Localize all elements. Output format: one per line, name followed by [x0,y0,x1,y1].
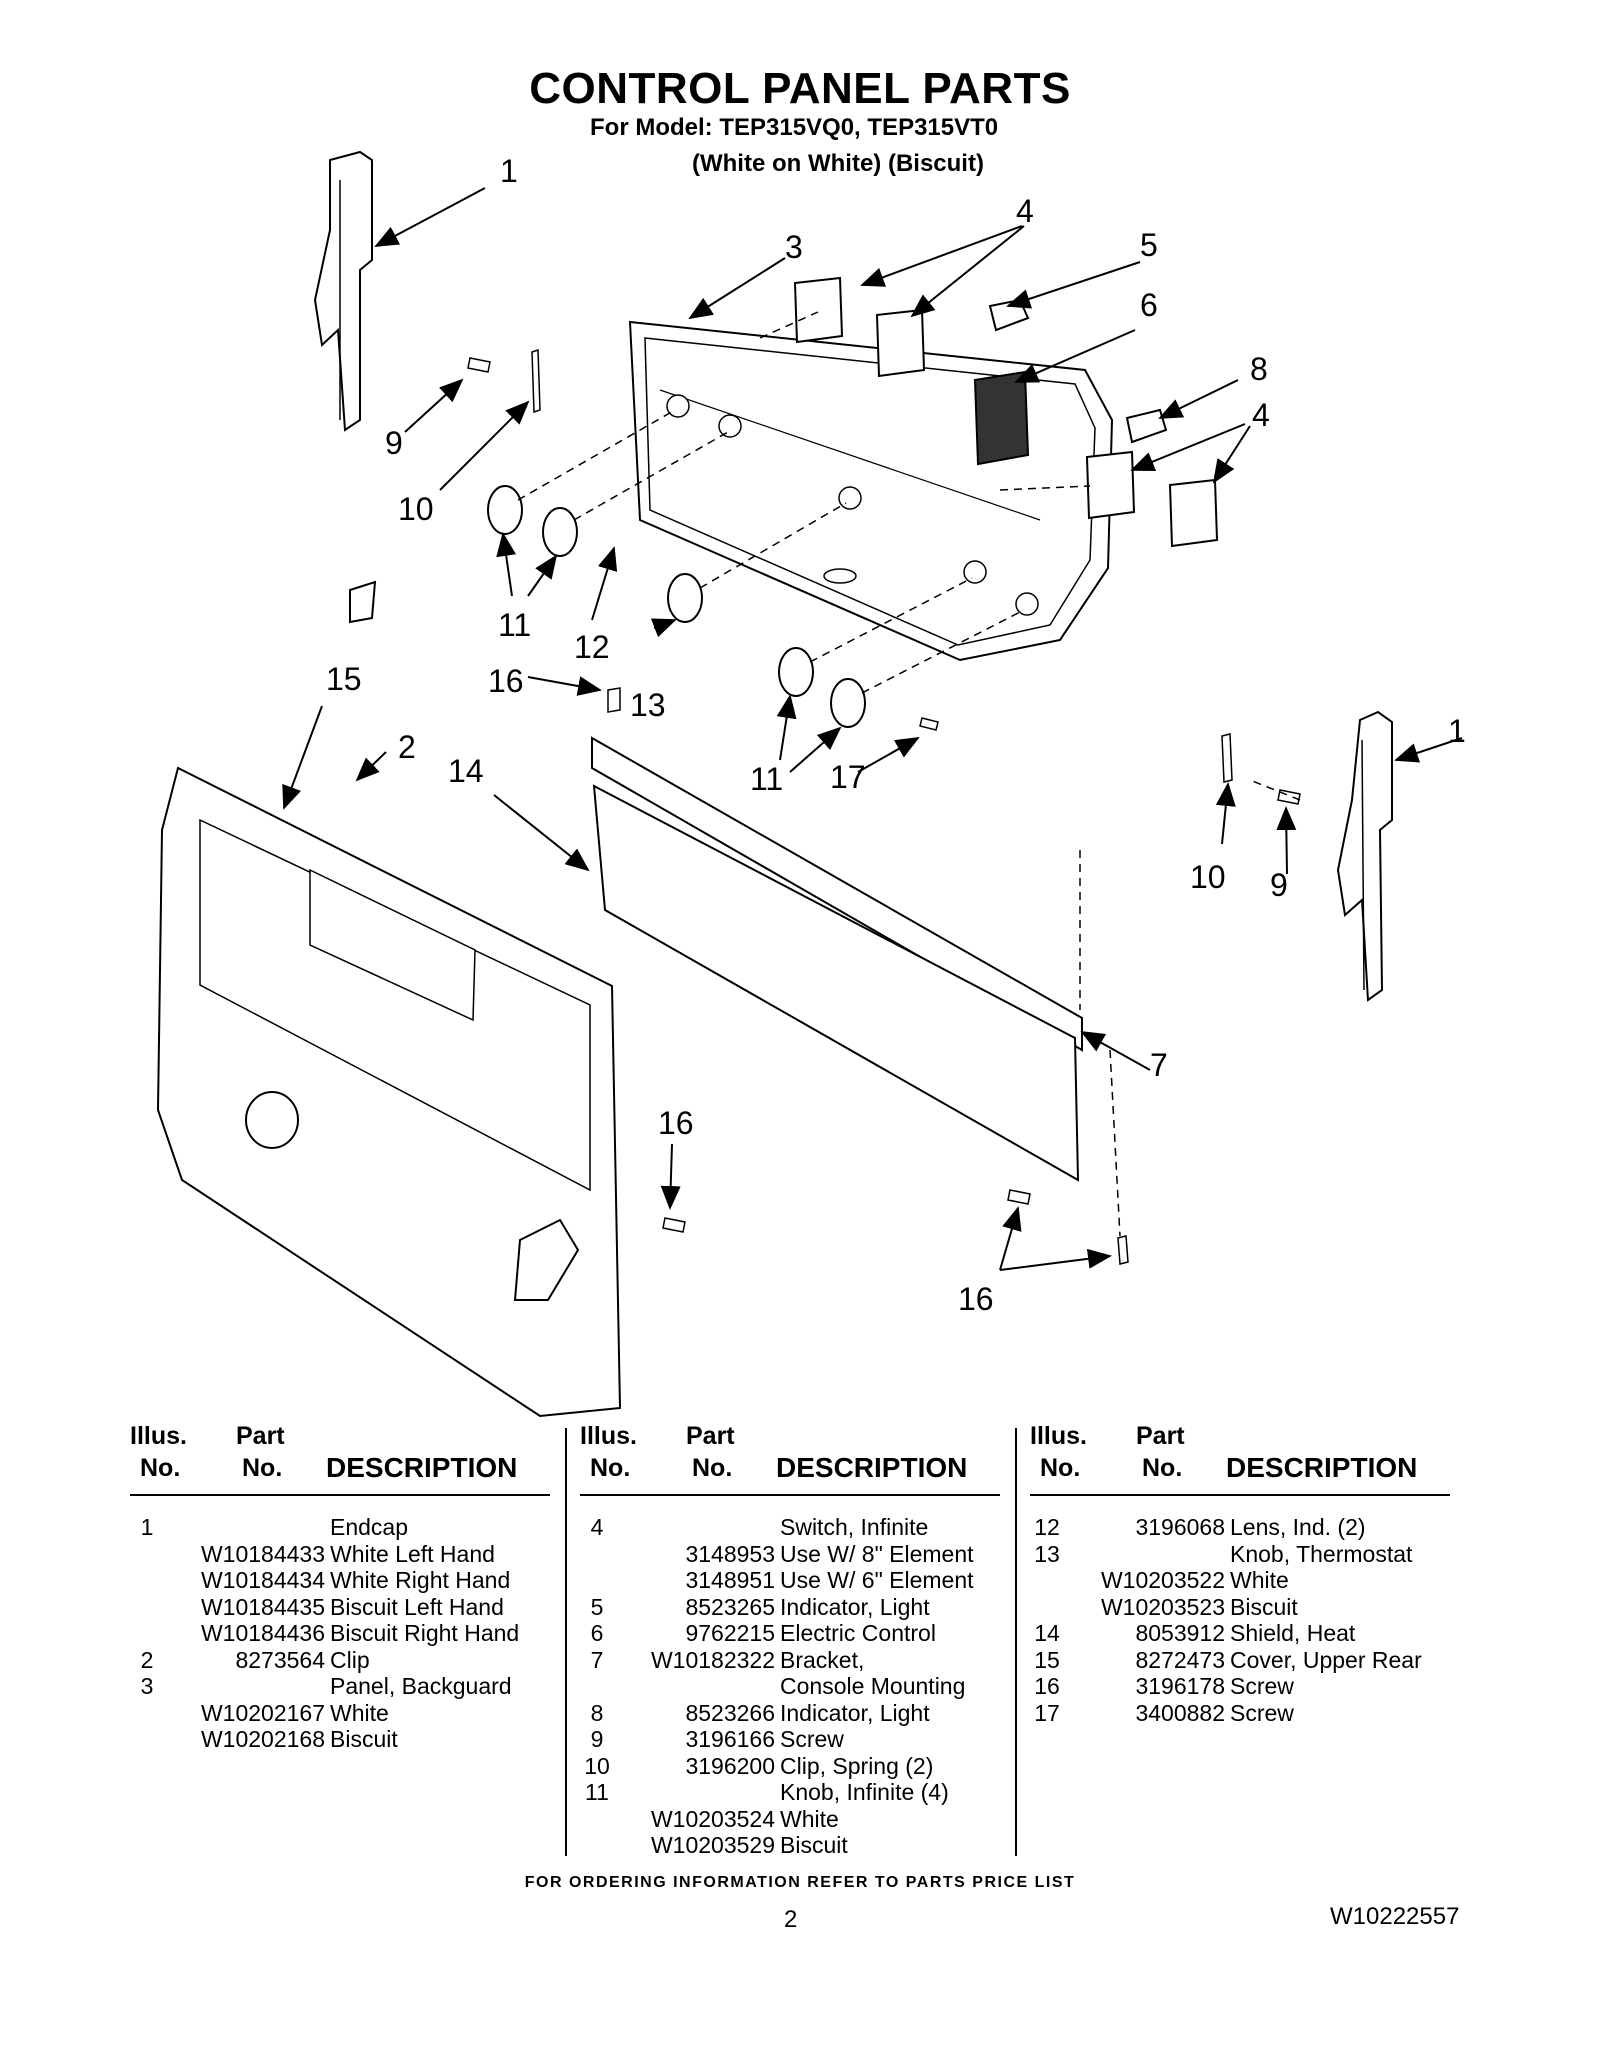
callout-9: 9 [1270,867,1288,903]
endcap-left [313,150,373,432]
endcap-right [1336,710,1393,1002]
callout-14: 14 [448,753,484,789]
illus-header-2: No. [590,1454,631,1482]
color-line: (White on White) (Biscuit) [692,150,984,177]
callout-2: 2 [398,729,416,765]
callout-1: 1 [1448,713,1466,749]
callout-3: 3 [785,229,803,265]
table-header: Illus. No. Part No. DESCRIPTION [130,1422,550,1496]
callout-10: 10 [1190,859,1226,895]
part-header: Part [686,1422,735,1450]
exploded-parts-diagram: 1 1 2 3 4 4 5 6 7 8 9 9 10 10 11 11 12 1… [156,150,1466,1418]
control-knobs [487,485,866,728]
page-title: CONTROL PANEL PARTS [529,64,1071,113]
callout-numbers: 1 1 2 3 4 4 5 6 7 8 9 9 10 10 11 11 12 1… [326,153,1466,1317]
infinite-switches [793,276,1219,548]
illus-header-2: No. [1040,1454,1081,1482]
document-number: W10222557 [1330,1903,1460,1930]
callout-16: 16 [958,1281,994,1317]
upper-rear-cover [156,580,622,1418]
callout-16: 16 [658,1105,694,1141]
callout-16: 16 [488,663,524,699]
callout-9: 9 [385,425,403,461]
dashed-lines [517,311,1301,1237]
ordering-note: FOR ORDERING INFORMATION REFER TO PARTS … [524,1874,1076,1891]
table-header: Illus. No. Part No. DESCRIPTION [580,1422,1000,1496]
part-header-2: No. [692,1454,733,1482]
column-divider [565,1428,567,1856]
description-header: DESCRIPTION [326,1452,518,1483]
description-header: DESCRIPTION [776,1452,968,1483]
callout-11: 11 [750,761,783,797]
callout-15: 15 [326,661,362,697]
part-header-2: No. [242,1454,283,1482]
callout-11: 11 [498,607,531,643]
column-divider [1015,1428,1017,1856]
part-header: Part [1136,1422,1185,1450]
part-header: Part [236,1422,285,1450]
illus-header-2: No. [140,1454,181,1482]
callout-4: 4 [1016,193,1034,229]
illus-header: Illus. [130,1422,187,1450]
hardware-parts [467,348,1301,1265]
illus-header: Illus. [1030,1422,1087,1450]
table-row: Console Mounting [780,1673,966,1699]
illus-header: Illus. [580,1422,637,1450]
callout-6: 6 [1140,287,1158,323]
callout-4: 4 [1252,397,1270,433]
callout-8: 8 [1250,351,1268,387]
callout-12: 12 [574,629,610,665]
callout-5: 5 [1140,227,1158,263]
model-line: For Model: TEP315VQ0, TEP315VT0 [590,114,999,141]
callout-1: 1 [500,153,518,189]
callout-17: 17 [830,759,866,795]
callout-10: 10 [398,491,434,527]
callout-7: 7 [1150,1047,1168,1083]
part-header-2: No. [1142,1454,1183,1482]
description-header: DESCRIPTION [1226,1452,1418,1483]
leader-lines [282,187,1463,1271]
electric-control [973,370,1030,466]
callout-13: 13 [630,687,666,723]
heat-shield [591,736,1083,1182]
table-header: Illus. No. Part No. DESCRIPTION [1030,1422,1450,1496]
page-number: 2 [784,1906,798,1933]
panel-knob-holes [666,394,1039,616]
